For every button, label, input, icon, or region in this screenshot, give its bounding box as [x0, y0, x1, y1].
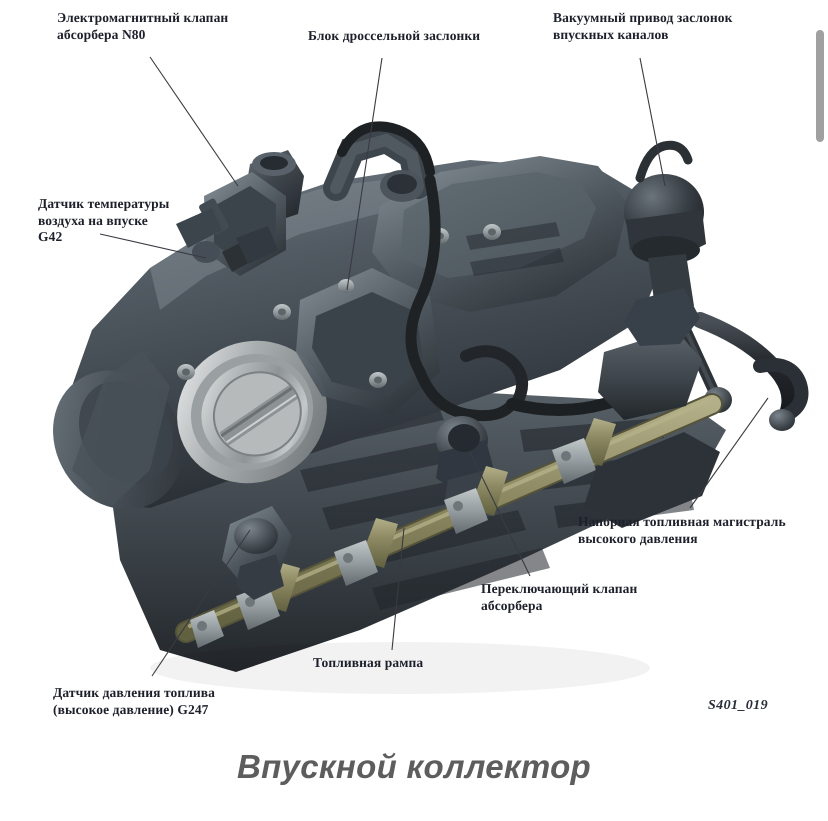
callout-g42: Датчик температуры воздуха на впуске G42: [38, 196, 170, 244]
callout-fuel-rail: Топливная рампа: [313, 655, 424, 670]
callout-n80: Электромагнитный клапан абсорбера N80: [57, 10, 229, 42]
vertical-scrollbar-track[interactable]: [812, 0, 828, 821]
callout-g247: Датчик давления топлива (высокое давлени…: [53, 685, 216, 717]
callout-vacuum-actuator: Вакуумный привод заслонок впускных канал…: [553, 10, 733, 42]
callout-canister-switching-valve: Переключающий клапан абсорбера: [481, 581, 638, 613]
vertical-scrollbar-thumb[interactable]: [816, 30, 824, 142]
figure-code: S401_019: [708, 698, 768, 713]
callout-throttle-body: Блок дроссельной заслонки: [308, 28, 481, 43]
callout-high-pressure-fuel-line: Напорная топливная магистраль высокого д…: [578, 514, 786, 546]
page-title: Впускной коллектор: [236, 748, 592, 785]
